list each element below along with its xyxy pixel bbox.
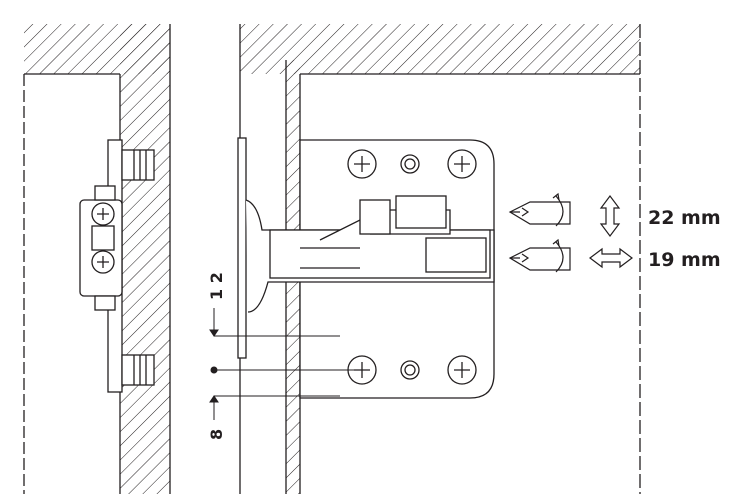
left-right-arrow-icon [589, 247, 633, 269]
dimension-lines [209, 308, 360, 420]
left-view [23, 24, 171, 494]
height-adjust-label: 22 mm [648, 207, 721, 229]
hinge-mechanism [237, 137, 495, 359]
up-down-arrow-icon [599, 195, 621, 237]
screwdriver-icon [508, 192, 571, 227]
side-adjust-label: 19 mm [648, 249, 721, 271]
screwdriver-icon [508, 238, 571, 273]
right-view [237, 24, 641, 494]
left-mounting-plate [79, 139, 155, 393]
dimension-8-label: 8 [207, 429, 226, 440]
dimension-12-label: 1 2 [207, 272, 226, 300]
